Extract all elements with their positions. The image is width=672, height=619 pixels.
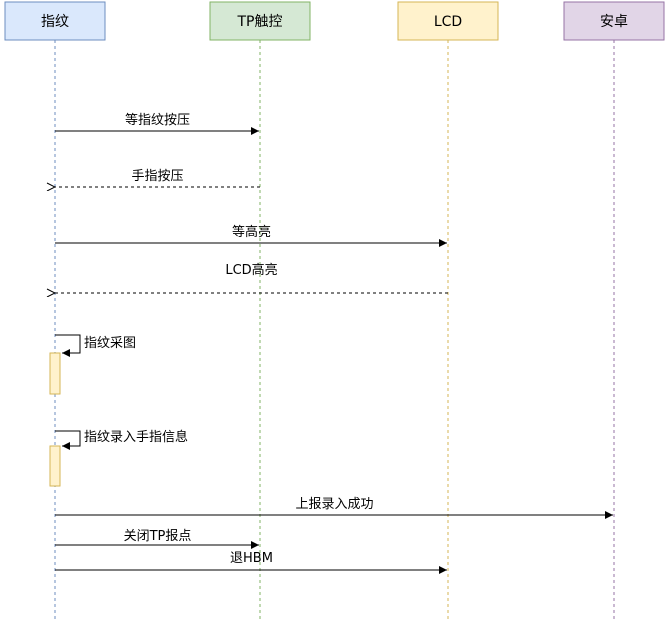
message-0[interactable]: 等指纹按压 (55, 112, 259, 135)
participant-fingerprint[interactable]: 指纹 (4, 1, 106, 41)
participant-label: TP触控 (237, 14, 283, 30)
message-8[interactable]: 退HBM (55, 551, 447, 574)
message-3[interactable]: LCD高亮 (55, 262, 448, 293)
participant-box (4, 1, 106, 41)
message-7[interactable]: 关闭TP报点 (55, 529, 259, 549)
self-call-arrow (55, 334, 81, 357)
message-label: 指纹录入手指信息 (84, 429, 188, 445)
message-1[interactable]: 手指按压 (55, 169, 260, 187)
message-label: 手指按压 (131, 169, 183, 184)
message-label: LCD高亮 (225, 262, 277, 278)
participant-box (397, 1, 499, 41)
activation-bar (49, 352, 61, 395)
message-label: 上报录入成功 (295, 497, 373, 512)
message-2[interactable]: 等高亮 (55, 224, 447, 247)
message-label: 等高亮 (232, 224, 271, 240)
participant-box (209, 1, 311, 41)
participant-tp[interactable]: TP触控 (209, 1, 311, 41)
message-4[interactable]: 指纹采图 (55, 334, 136, 357)
message-label: 指纹采图 (84, 336, 136, 351)
participant-lcd[interactable]: LCD (397, 1, 499, 41)
message-label: 关闭TP报点 (124, 529, 192, 544)
message-label: 等指纹按压 (125, 112, 190, 128)
message-6[interactable]: 上报录入成功 (55, 497, 613, 519)
participant-label: 安卓 (600, 14, 628, 30)
participant-label: 指纹 (41, 14, 69, 30)
participant-box (563, 1, 665, 41)
message-label: 退HBM (230, 551, 273, 566)
participant-android[interactable]: 安卓 (563, 1, 665, 41)
participant-label: LCD (434, 14, 462, 30)
self-call-arrow (55, 430, 81, 450)
message-5[interactable]: 指纹录入手指信息 (55, 429, 188, 450)
activation-bar (49, 445, 61, 487)
